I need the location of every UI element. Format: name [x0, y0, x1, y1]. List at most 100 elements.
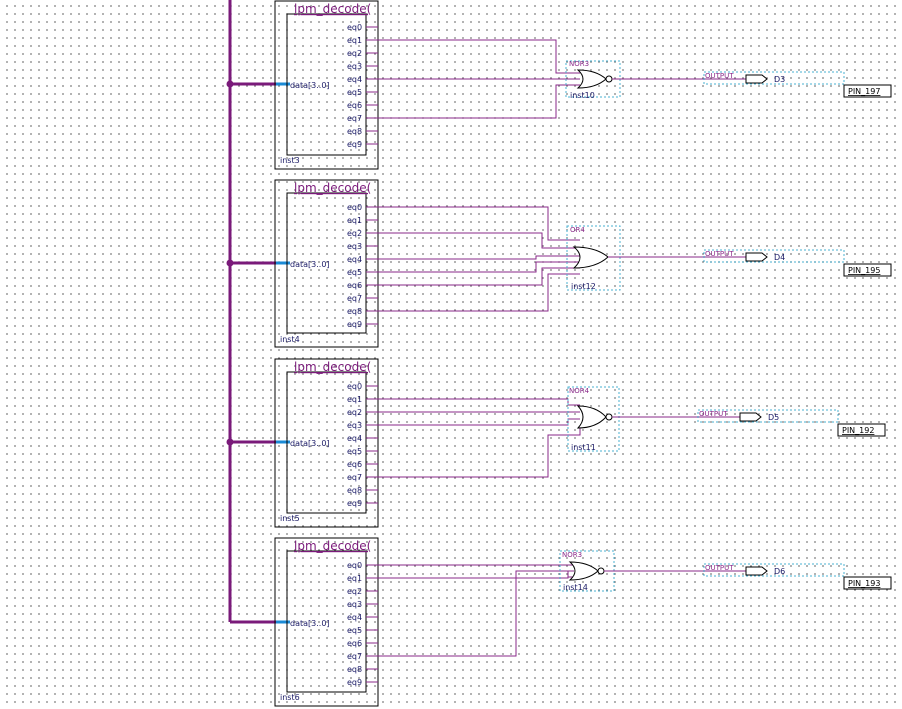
or-gate-symbol — [572, 246, 609, 269]
output-2-name: D4 — [774, 253, 785, 262]
pin-4-box — [843, 576, 892, 590]
port-eq1: eq1 — [347, 395, 362, 404]
decoder-title: lpm_decode( — [294, 2, 371, 16]
gate-4-type: NOR3 — [562, 551, 582, 559]
output-pin-1-frame — [703, 71, 845, 85]
pin-2-label: PIN_195 — [848, 266, 880, 275]
port-eq3: eq3 — [347, 62, 362, 71]
port-eq7: eq7 — [347, 652, 362, 661]
decoder-block-2[interactable]: lpm_decode( data[3..0] inst4 eq0 eq1 eq2… — [226, 179, 379, 348]
output-pin-3[interactable]: OUTPUT D5 PIN_192 — [697, 409, 886, 437]
wires-decoder4-to-gate4 — [378, 564, 574, 657]
gate-2-instance: inst12 — [571, 282, 596, 291]
output-pin-2[interactable]: OUTPUT D4 PIN_195 — [703, 249, 892, 277]
decoder-inner-frame — [286, 550, 367, 693]
port-eq1: eq1 — [347, 574, 362, 583]
pin-1-label: PIN_197 — [848, 87, 880, 96]
output-port-symbol — [739, 412, 762, 422]
gate-2[interactable]: OR4 inst12 — [566, 225, 621, 291]
decoder-instance: inst6 — [280, 693, 300, 702]
output-port-symbol — [745, 252, 768, 262]
gate-3-frame — [567, 386, 620, 452]
output-3-name: D5 — [768, 413, 779, 422]
decoder-outer-frame — [274, 0, 379, 170]
port-eq4: eq4 — [347, 434, 362, 443]
port-stubs — [366, 564, 378, 683]
port-eq8: eq8 — [347, 307, 362, 316]
output-4-kind: OUTPUT — [705, 564, 734, 572]
gate-3-type: NOR4 — [569, 387, 590, 395]
gate-3[interactable]: NOR4 inst11 — [567, 386, 620, 452]
output-4-name: D6 — [774, 567, 785, 576]
port-eq3: eq3 — [347, 242, 362, 251]
port-eq9: eq9 — [347, 320, 362, 329]
decoder-instance: inst3 — [280, 156, 300, 165]
port-eq6: eq6 — [347, 460, 362, 469]
port-eq0: eq0 — [347, 23, 362, 32]
port-eq2: eq2 — [347, 229, 362, 238]
port-eq8: eq8 — [347, 486, 362, 495]
decoder-data-port: data[3..0] — [290, 619, 330, 628]
decoder-block-1[interactable]: lpm_decode( data[3..0] inst3 eq0 eq1 eq2… — [226, 0, 379, 170]
output-pin-3-frame — [697, 409, 839, 423]
decoder-data-port: data[3..0] — [290, 81, 330, 90]
port-stubs — [366, 26, 378, 145]
gate-3-instance: inst11 — [571, 443, 596, 452]
port-eq9: eq9 — [347, 499, 362, 508]
decoder-title: lpm_decode( — [294, 539, 371, 553]
gate-1[interactable]: NOR3 inst10 — [565, 60, 621, 100]
port-eq0: eq0 — [347, 561, 362, 570]
output-port-symbol — [745, 566, 768, 576]
output-pin-4[interactable]: OUTPUT D6 PIN_193 — [703, 563, 892, 590]
port-eq5: eq5 — [347, 88, 362, 97]
inversion-bubble — [605, 413, 613, 421]
output-2-kind: OUTPUT — [705, 250, 734, 258]
port-eq1: eq1 — [347, 36, 362, 45]
decoder-block-3[interactable]: lpm_decode( data[3..0] inst5 eq0 eq1 eq2… — [226, 358, 379, 528]
port-stubs — [366, 385, 378, 504]
port-eq4: eq4 — [347, 255, 362, 264]
bus-junction-3 — [226, 438, 234, 446]
port-eq3: eq3 — [347, 421, 362, 430]
decoder-outer-frame — [274, 358, 379, 528]
decoder-title: lpm_decode( — [294, 360, 371, 374]
port-eq5: eq5 — [347, 447, 362, 456]
port-eq3: eq3 — [347, 600, 362, 609]
gate-4-instance: inst14 — [563, 583, 588, 592]
gate-1-type: NOR3 — [569, 60, 589, 68]
gate-2-frame — [566, 225, 621, 291]
output-1-kind: OUTPUT — [705, 72, 734, 80]
decoder-output-ports: eq0 eq1 eq2 eq3 eq4 eq5 eq6 eq7 eq8 eq9 — [347, 382, 362, 508]
decoder-data-port: data[3..0] — [290, 439, 330, 448]
output-3-kind: OUTPUT — [699, 410, 728, 418]
pin-4-label: PIN_193 — [848, 579, 880, 588]
output-pin-1[interactable]: OUTPUT D3 PIN_197 — [703, 71, 892, 98]
port-eq7: eq7 — [347, 473, 362, 482]
inversion-bubble — [605, 75, 613, 83]
gate-2-type: OR4 — [570, 226, 585, 234]
port-eq4: eq4 — [347, 75, 362, 84]
port-eq1: eq1 — [347, 216, 362, 225]
port-eq0: eq0 — [347, 382, 362, 391]
decoder-inner-frame — [286, 371, 367, 514]
bus-junction-2 — [226, 259, 234, 267]
inversion-bubble — [597, 567, 605, 575]
decoder-data-port: data[3..0] — [290, 260, 330, 269]
port-eq6: eq6 — [347, 281, 362, 290]
decoder-outer-frame — [274, 537, 379, 707]
port-eq5: eq5 — [347, 268, 362, 277]
decoder-inner-frame — [286, 13, 367, 156]
port-eq6: eq6 — [347, 639, 362, 648]
output-pin-4-frame — [703, 563, 845, 577]
port-eq7: eq7 — [347, 114, 362, 123]
port-eq6: eq6 — [347, 101, 362, 110]
output-pin-2-frame — [703, 249, 845, 263]
port-eq2: eq2 — [347, 49, 362, 58]
decoder-block-4[interactable]: lpm_decode( data[3..0] inst6 eq0 eq1 eq2… — [274, 537, 379, 707]
wires-decoder1-to-gate1 — [378, 39, 580, 119]
port-eq2: eq2 — [347, 408, 362, 417]
port-eq0: eq0 — [347, 203, 362, 212]
port-eq2: eq2 — [347, 587, 362, 596]
port-eq7: eq7 — [347, 294, 362, 303]
